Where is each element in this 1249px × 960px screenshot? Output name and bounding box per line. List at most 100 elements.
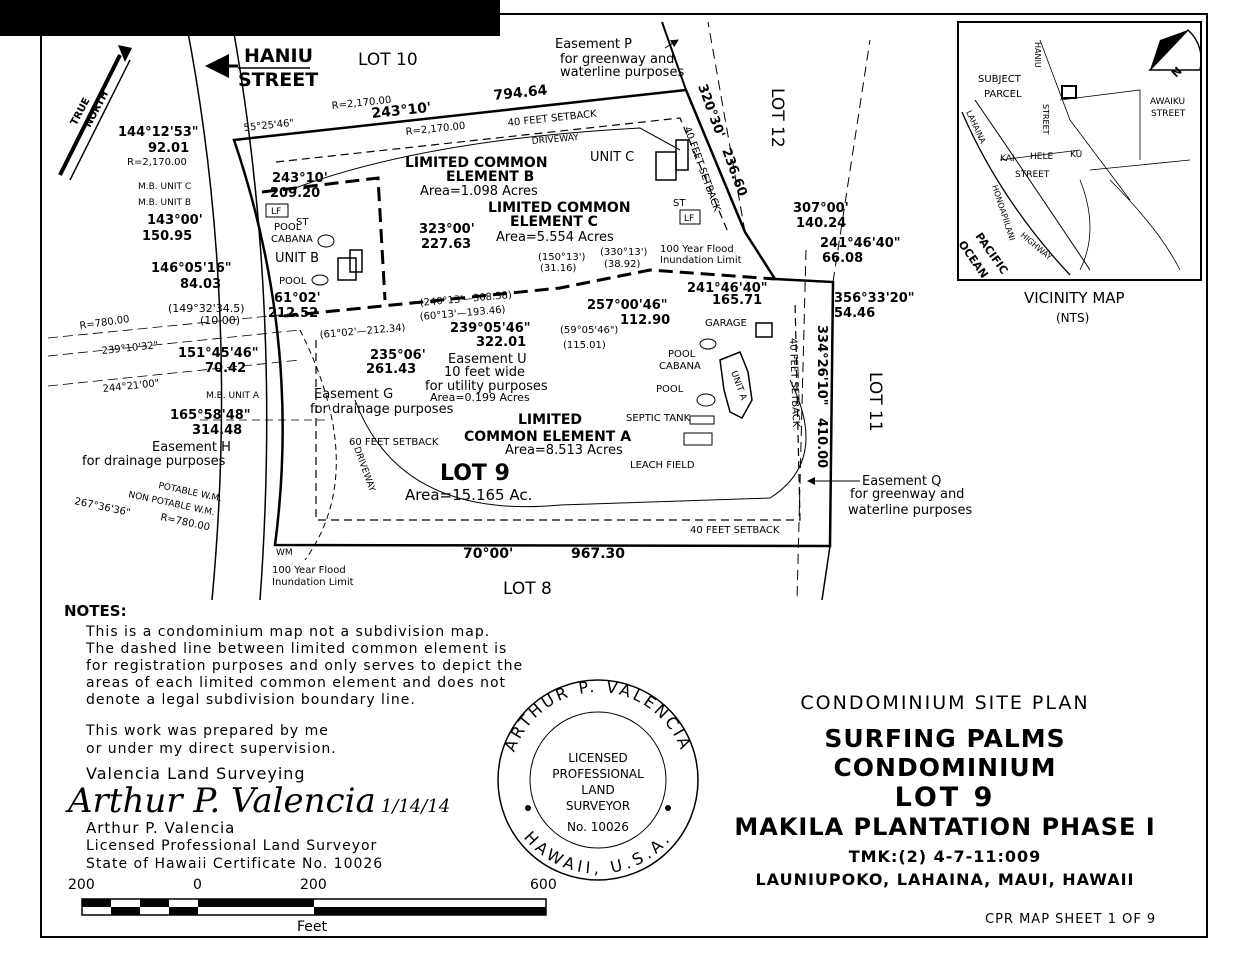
easement-p-2: for greenway and bbox=[560, 52, 674, 67]
vicinity-map bbox=[957, 21, 1203, 281]
vicinity-ku: KU bbox=[1070, 150, 1082, 160]
easement-line-1 bbox=[47, 312, 301, 339]
title-line-6: LAUNIUPOKO, LAHAINA, MAUI, HAWAII bbox=[755, 870, 1135, 889]
north-arrow bbox=[58, 45, 132, 181]
st-c-label: ST bbox=[673, 198, 686, 209]
cert-line-1: This work was prepared by me bbox=[86, 723, 329, 739]
pool-cabana-b-1: POOL bbox=[274, 222, 302, 233]
b-241r-d: 66.08 bbox=[822, 251, 863, 266]
b-c3-b: 146°05'16" bbox=[151, 261, 232, 276]
lce-c-2: ELEMENT C bbox=[510, 214, 598, 230]
b-bot-b: 70°00' bbox=[463, 546, 513, 562]
vicinity-streets bbox=[999, 39, 1191, 271]
mb-unit-a-label: M.B. UNIT A bbox=[206, 391, 260, 401]
vicinity-kai-street: STREET bbox=[1015, 170, 1050, 180]
setback-line-top bbox=[275, 117, 729, 233]
notes-line-1: This is a condominium map not a subdivis… bbox=[86, 624, 491, 640]
notes-line-3: for registration purposes and only serve… bbox=[86, 658, 524, 674]
b-b-mid-d: 227.63 bbox=[421, 237, 471, 252]
b-235-b: 235°06' bbox=[370, 348, 426, 363]
b-p1d: (10.00) bbox=[200, 314, 240, 327]
pool-cabana-b-2: CABANA bbox=[271, 234, 313, 245]
easement-u-4: Area=0.199 Acres bbox=[430, 391, 530, 404]
title-line-1: CONDOMINIUM SITE PLAN bbox=[800, 692, 1090, 714]
pool-b-label: POOL bbox=[279, 276, 307, 287]
unit-b-label: UNIT B bbox=[275, 251, 319, 266]
b-d-59: (59°05'46") bbox=[560, 325, 618, 336]
flood-bottom-2: Inundation Limit bbox=[272, 577, 354, 588]
seal-bottom-arc: HAWAII, U.S.A. bbox=[520, 827, 676, 877]
sheet-number: CPR MAP SHEET 1 OF 9 bbox=[985, 912, 1157, 927]
b-inner-r: R=2,170.00 bbox=[405, 121, 466, 138]
unit-b-building-2 bbox=[349, 249, 363, 273]
pool-a bbox=[696, 393, 716, 407]
driveway-a bbox=[354, 379, 807, 508]
title-line-2: SURFING PALMS CONDOMINIUM bbox=[824, 724, 1066, 782]
driveway-top-label: DRIVEWAY bbox=[531, 133, 579, 147]
vicinity-highway bbox=[974, 99, 1091, 271]
easement-line-3 bbox=[47, 359, 301, 387]
lot9-area: Area=15.165 Ac. bbox=[405, 486, 532, 504]
easement-q-line bbox=[796, 249, 807, 601]
lce-b-3: Area=1.098 Acres bbox=[420, 184, 538, 199]
b-c5-d: 70.42 bbox=[205, 361, 246, 376]
lf-b-label: LF bbox=[271, 207, 281, 217]
surveyor-seal bbox=[497, 679, 699, 881]
b-top-curve: 55°25'46" bbox=[243, 118, 294, 134]
title-line-3: LOT 9 bbox=[894, 782, 996, 813]
flood-bottom-1: 100 Year Flood bbox=[272, 565, 346, 576]
unit-c-label: UNIT C bbox=[590, 150, 634, 165]
scale-unit: Feet bbox=[297, 919, 328, 935]
street-right-edge bbox=[231, 21, 268, 601]
scale-tick-0: 0 bbox=[193, 877, 202, 893]
b-d-330: (330°13') bbox=[600, 247, 647, 258]
b-c2-b: 143°00' bbox=[147, 213, 203, 228]
vicinity-subject-parcel bbox=[1061, 85, 1077, 99]
flood-top-2: Inundation Limit bbox=[660, 255, 742, 266]
b-b-top-b: 243°10' bbox=[272, 171, 328, 186]
lce-a-2: COMMON ELEMENT A bbox=[464, 429, 631, 445]
easement-p-3: waterline purposes bbox=[560, 65, 684, 80]
easement-u-1: Easement U bbox=[448, 352, 527, 367]
septic-label: SEPTIC TANK bbox=[626, 413, 691, 424]
notes-line-2: The dashed line between limited common e… bbox=[86, 641, 508, 657]
vicinity-nts: (NTS) bbox=[1056, 311, 1089, 325]
b-241r-b: 241°46'40" bbox=[820, 236, 901, 251]
vicinity-north-fill bbox=[1150, 30, 1188, 70]
signature-date: 1/14/14 bbox=[380, 796, 451, 817]
title-line-4: MAKILA PLANTATION PHASE I bbox=[734, 813, 1156, 841]
street-label-2: STREET bbox=[238, 69, 318, 91]
unit-a-building bbox=[719, 351, 753, 419]
lot10-boundary bbox=[661, 21, 687, 91]
lce-a-3: Area=8.513 Acres bbox=[505, 443, 623, 458]
b-bot-d: 967.30 bbox=[571, 546, 625, 562]
seal-inner-1: LICENSED bbox=[568, 751, 628, 765]
vicinity-north-arrow bbox=[1148, 28, 1203, 71]
b-c5-b: 151°45'46" bbox=[178, 346, 259, 361]
signature: Arthur P. Valencia bbox=[68, 781, 376, 821]
lot12-label: LOT 12 bbox=[767, 88, 787, 148]
b-307-d: 140.24 bbox=[796, 216, 846, 231]
b-right-top-bearing: 320°30' bbox=[694, 82, 727, 139]
setback-right-a-label: 40 FEET SETBACK bbox=[787, 338, 801, 428]
setback-line-a bbox=[315, 299, 801, 521]
vicinity-coastline bbox=[961, 111, 1071, 276]
notes-line-5: denote a legal subdivision boundary line… bbox=[86, 692, 416, 708]
driveway-top bbox=[289, 127, 681, 191]
lf-c bbox=[679, 209, 701, 225]
vicinity-frame bbox=[957, 21, 1202, 281]
easement-u-3: for utility purposes bbox=[425, 379, 548, 394]
garage-building bbox=[755, 322, 773, 338]
b-334-d: 410.00 bbox=[814, 418, 829, 468]
seal-inner-4: SURVEYOR bbox=[566, 799, 630, 813]
signature-row: Arthur P. Valencia 1/14/14 bbox=[68, 783, 506, 819]
setback-left-label: 60 FEET SETBACK bbox=[349, 437, 439, 448]
b-239-b: 239°05'46" bbox=[450, 321, 531, 336]
unit-b-building bbox=[337, 257, 357, 281]
b-c3-d: 84.03 bbox=[180, 277, 221, 292]
easement-p-leader bbox=[664, 39, 679, 49]
vicinity-parcel: PARCEL bbox=[984, 89, 1022, 100]
b-d-150d: (31.16) bbox=[540, 263, 577, 274]
scale-bar bbox=[81, 898, 547, 916]
vicinity-awaiku-street: STREET bbox=[1151, 109, 1186, 119]
